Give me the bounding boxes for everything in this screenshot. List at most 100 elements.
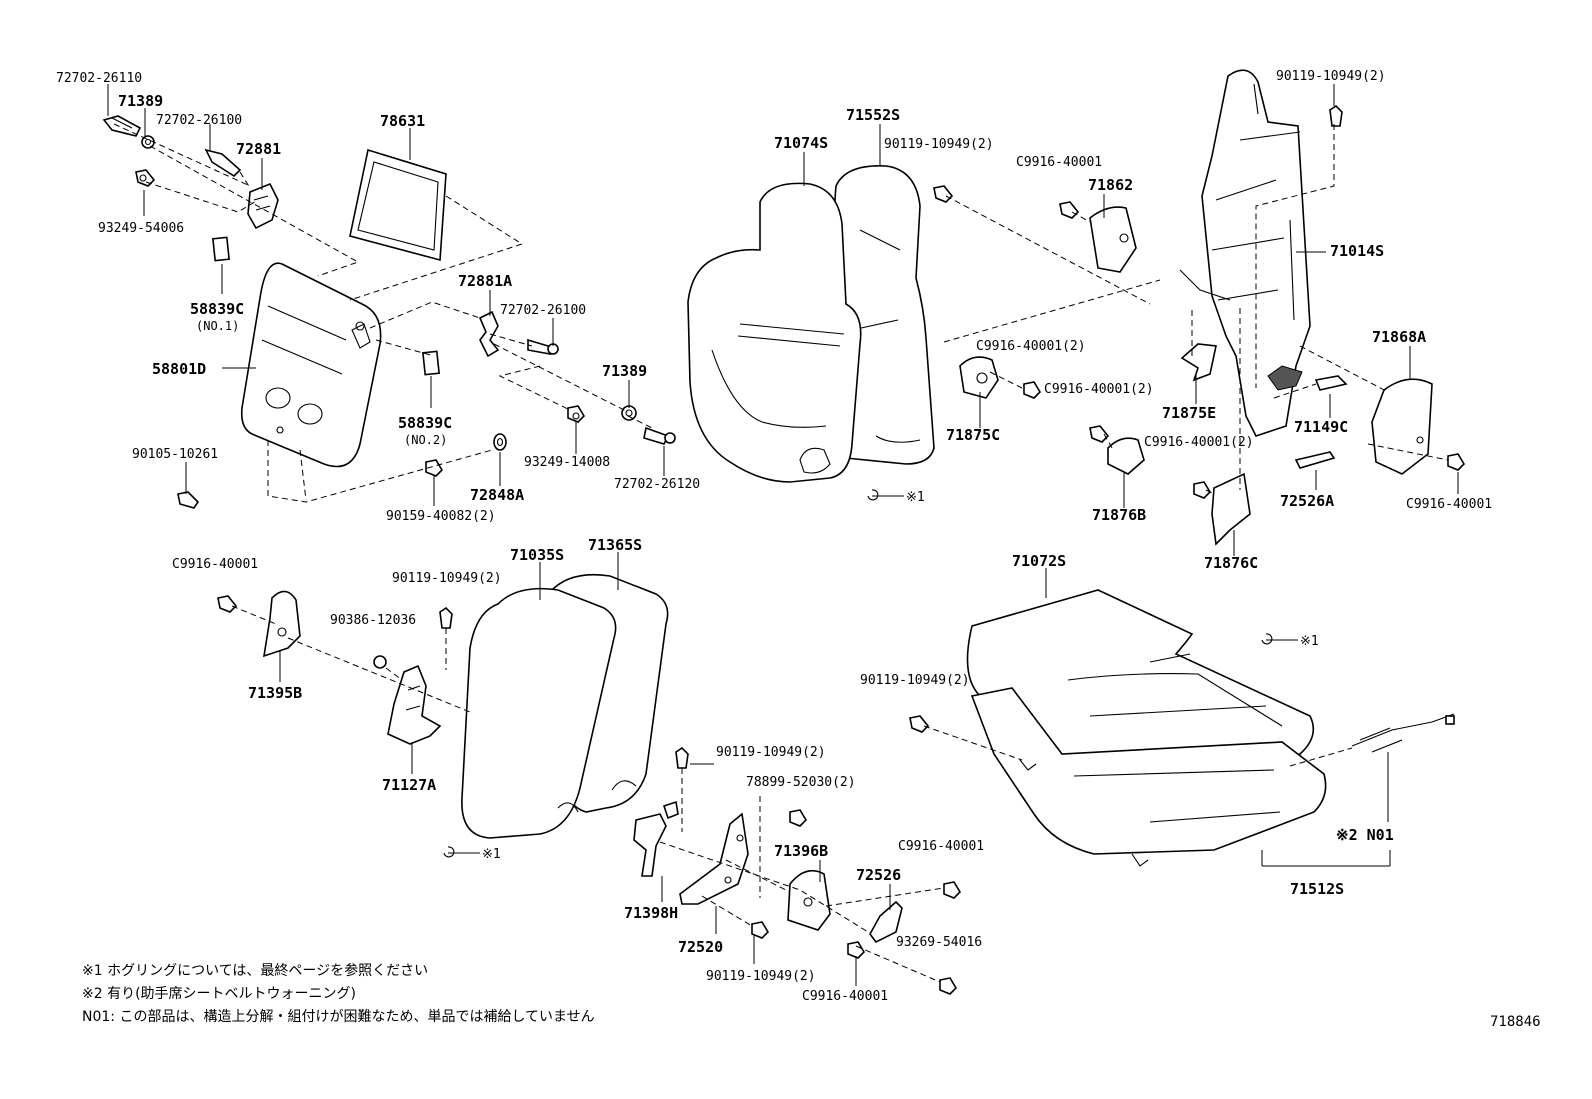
- label-C9916-40001-f: C9916-40001: [172, 557, 258, 572]
- seatback-58801D: [240, 262, 382, 468]
- harness-N01: [1351, 713, 1455, 753]
- label-71149C: 71149C: [1294, 418, 1348, 436]
- label-58839C-no2-note: (NO.2): [404, 433, 447, 447]
- clip-72526: [869, 900, 903, 944]
- label-72881: 72881: [236, 140, 281, 158]
- label-71074S: 71074S: [774, 134, 828, 152]
- bolt-90105-10261: [177, 491, 200, 509]
- panel-78631: [349, 148, 447, 262]
- footnotes: ※1 ホグリングについては、最終ページを参照ください ※2 有り(助手席シートベ…: [82, 960, 595, 1029]
- pad-71512S: [970, 687, 1327, 867]
- label-71389-a: 71389: [118, 92, 163, 110]
- label-90159-40082: 90159-40082(2): [386, 509, 496, 524]
- label-ref1-a: ※1: [906, 490, 925, 505]
- bolt-90119-10949-lower: [751, 921, 770, 939]
- bolt-C9916-a: [1059, 201, 1080, 219]
- bolt-C9916-c: [1089, 425, 1110, 443]
- label-71127A: 71127A: [382, 776, 436, 794]
- bolt-72702-26110: [102, 115, 142, 137]
- bolt-90119-10949-left: [933, 185, 954, 203]
- seatback-frame-group: [933, 69, 1466, 546]
- label-72702-26100-a: 72702-26100: [156, 113, 242, 128]
- label-93249-54006: 93249-54006: [98, 221, 184, 236]
- label-58839C-no1: 58839C: [190, 300, 244, 318]
- pad-58839C-no2: [422, 350, 440, 376]
- bolt-78899-52030: [789, 809, 808, 827]
- bracket-71149C: [1314, 375, 1348, 391]
- label-72702-26110: 72702-26110: [56, 71, 142, 86]
- bolt-93269-54016: [847, 941, 866, 959]
- front-seatback-covers: [687, 165, 935, 483]
- bracket-72881: [247, 182, 279, 230]
- bolt-90119-10949-right: [909, 715, 930, 733]
- label-72520: 72520: [678, 938, 723, 956]
- label-58839C-no1-note: (NO.1): [196, 319, 239, 333]
- label-78899-52030: 78899-52030(2): [746, 775, 856, 790]
- label-C9916-40001-d: C9916-40001(2): [1144, 435, 1254, 450]
- bolt-72702-26120: [643, 426, 676, 445]
- label-71395B: 71395B: [248, 684, 302, 702]
- bolt-90119-10949-center: [675, 746, 689, 769]
- label-C9916-40001-c: C9916-40001(2): [1044, 382, 1154, 397]
- label-58839C-no2: 58839C: [398, 414, 452, 432]
- label-78631: 78631: [380, 112, 425, 130]
- seat-cushion-group: [909, 589, 1455, 867]
- nut-90386-12036: [373, 655, 387, 669]
- label-ref1-c: ※1: [482, 847, 501, 862]
- label-90119-10949-a: 90119-10949(2): [884, 137, 994, 152]
- label-71876C: 71876C: [1204, 554, 1258, 572]
- label-90386-12036: 90386-12036: [330, 613, 416, 628]
- bolt-72702-26100-b: [527, 338, 559, 356]
- cover-71074S: [687, 182, 862, 483]
- pad-58839C-no1: [212, 236, 230, 262]
- nut-71389-b: [621, 405, 637, 421]
- label-90119-10949-f: 90119-10949(2): [860, 673, 970, 688]
- cover-71875C: [959, 356, 999, 399]
- label-71875C: 71875C: [946, 426, 1000, 444]
- label-72702-26100-b: 72702-26100: [500, 303, 586, 318]
- label-93269-54016: 93269-54016: [896, 935, 982, 950]
- label-58801D: 58801D: [152, 360, 206, 378]
- label-72526: 72526: [856, 866, 901, 884]
- rear-seatback-group: [102, 115, 676, 509]
- hinge-72881A: [478, 310, 500, 358]
- bolt-93249-14008: [567, 405, 586, 423]
- bracket-71398H: [633, 800, 679, 877]
- bolt-C9916-g: [943, 881, 962, 899]
- part-labels: 72702-26110 71389 72702-26100 72881 9324…: [56, 69, 1492, 1004]
- cover-71396B: [787, 869, 831, 931]
- label-C9916-40001-b: C9916-40001(2): [976, 339, 1086, 354]
- leader-lines: [107, 84, 1459, 986]
- frame-71014S: [1179, 69, 1311, 437]
- bracket-71876C: [1211, 472, 1251, 546]
- label-71862: 71862: [1088, 176, 1133, 194]
- label-C9916-40001-h: C9916-40001: [802, 989, 888, 1004]
- label-71512S: 71512S: [1290, 880, 1344, 898]
- washer-72848A: [493, 433, 507, 451]
- label-90119-10949-b: 90119-10949(2): [1276, 69, 1386, 84]
- hog-ring-ref-b: [1261, 633, 1298, 645]
- cover-71862: [1089, 206, 1137, 273]
- bolt-90159-40082: [425, 459, 444, 477]
- label-N01: ※2 N01: [1336, 826, 1394, 844]
- bolt-72702-26100-a: [204, 148, 242, 178]
- bolt-90119-10949-mid: [439, 606, 453, 629]
- hog-ring-ref-a: [867, 489, 904, 501]
- cushion-71035S: [461, 587, 617, 839]
- label-71868A: 71868A: [1372, 328, 1426, 346]
- label-72848A: 72848A: [470, 486, 524, 504]
- label-71014S: 71014S: [1330, 242, 1384, 260]
- bracket-71127A: [387, 664, 442, 745]
- label-ref1-b: ※1: [1300, 634, 1319, 649]
- label-72702-26120: 72702-26120: [614, 477, 700, 492]
- footnote-seatbelt-warning: ※2 有り(助手席シートベルトウォーニング): [82, 986, 357, 1002]
- label-71389-b: 71389: [602, 362, 647, 380]
- label-71365S: 71365S: [588, 536, 642, 554]
- cover-71868A: [1371, 378, 1433, 475]
- label-90119-10949-e: 90119-10949(2): [706, 969, 816, 984]
- cushion-side-group: [217, 573, 962, 995]
- label-71396B: 71396B: [774, 842, 828, 860]
- label-C9916-40001-g: C9916-40001: [898, 839, 984, 854]
- label-93249-14008: 93249-14008: [524, 455, 610, 470]
